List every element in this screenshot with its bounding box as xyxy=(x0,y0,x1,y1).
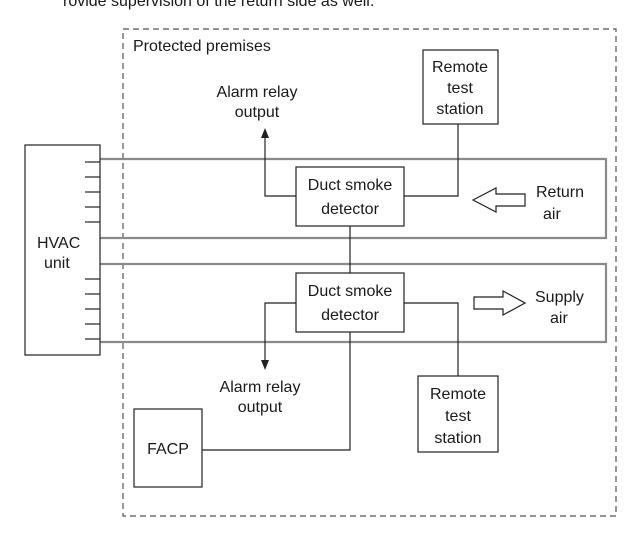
facp-wire xyxy=(202,332,351,451)
bottom-remote-label-line1: Remote xyxy=(430,386,486,403)
top-alarm-label-line1: Alarm relay xyxy=(217,84,298,101)
hvac-unit xyxy=(24,144,101,356)
supply-detector-label-line1: Duct smoke xyxy=(308,283,393,300)
facp-label: FACP xyxy=(147,441,189,458)
bottom-alarm-label-line1: Alarm relay xyxy=(220,379,301,396)
bottom-remote-test-station xyxy=(417,375,499,453)
supply-air-label-line1: Supply xyxy=(535,289,584,306)
supply-alarm-relay-wire xyxy=(264,302,296,362)
supply-remote-station-wire xyxy=(404,302,459,376)
bottom-remote-label-line3: station xyxy=(434,430,481,447)
return-duct-smoke-detector xyxy=(295,166,405,227)
return-duct xyxy=(100,157,608,240)
bottom-alarm-label-line2: output xyxy=(238,399,283,416)
top-remote-label-line3: station xyxy=(436,101,483,118)
return-air-arrow xyxy=(471,187,526,213)
top-remote-label-line2: test xyxy=(447,80,473,97)
return-detector-label-line2: detector xyxy=(321,201,379,218)
supply-alarm-arrowhead xyxy=(261,360,269,370)
supply-duct xyxy=(100,262,608,344)
supply-air-arrow xyxy=(473,289,527,317)
hvac-label-line2: unit xyxy=(44,255,70,272)
supply-detector-label-line2: detector xyxy=(321,307,379,324)
supply-air-label-line2: air xyxy=(550,310,568,327)
supply-duct-smoke-detector xyxy=(295,272,405,333)
facp-panel xyxy=(133,408,203,488)
return-detector-label-line1: Duct smoke xyxy=(308,177,393,194)
return-alarm-arrowhead xyxy=(261,128,269,138)
hvac-label-line1: HVAC xyxy=(37,235,80,252)
top-remote-label-line1: Remote xyxy=(432,59,488,76)
hvac-vents xyxy=(85,161,100,340)
return-alarm-relay-wire xyxy=(264,135,296,197)
return-air-label-line2: air xyxy=(543,206,561,223)
protected-premises-label: Protected premises xyxy=(133,38,271,55)
top-remote-test-station xyxy=(422,49,499,125)
header-text: rovide supervision of the return side as… xyxy=(63,0,374,10)
return-remote-station-wire xyxy=(404,124,459,197)
top-alarm-label-line2: output xyxy=(235,104,280,121)
return-air-label-line1: Return xyxy=(536,184,584,201)
bottom-remote-label-line2: test xyxy=(445,408,471,425)
